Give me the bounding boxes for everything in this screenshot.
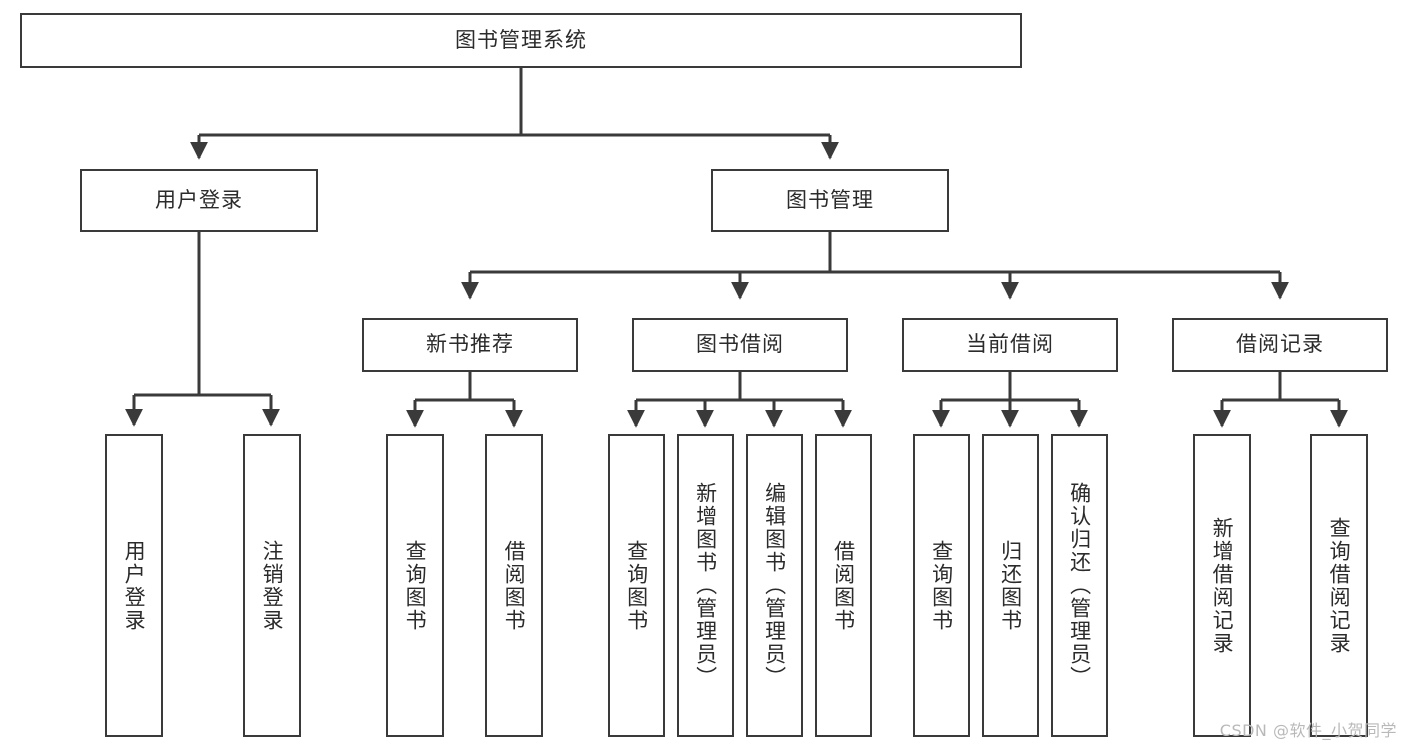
leaf-current-confirm-return-admin[interactable]: 确认归还（管理员） bbox=[1051, 434, 1108, 737]
node-label: 借阅图书 bbox=[502, 539, 527, 632]
node-borrow-record[interactable]: 借阅记录 bbox=[1172, 318, 1388, 372]
leaf-borrow-edit-book-admin[interactable]: 编辑图书（管理员） bbox=[746, 434, 803, 737]
node-label: 查询图书 bbox=[403, 539, 428, 632]
leaf-new-book-borrow[interactable]: 借阅图书 bbox=[485, 434, 543, 737]
node-current-borrow[interactable]: 当前借阅 bbox=[902, 318, 1118, 372]
node-label: 新增图书（管理员） bbox=[693, 482, 718, 689]
node-label: 用户登录 bbox=[155, 187, 243, 212]
node-book-borrow[interactable]: 图书借阅 bbox=[632, 318, 848, 372]
node-label: 注销登录 bbox=[260, 539, 285, 632]
leaf-borrow-add-book-admin[interactable]: 新增图书（管理员） bbox=[677, 434, 734, 737]
leaf-borrow-borrow-book[interactable]: 借阅图书 bbox=[815, 434, 872, 737]
node-user-login[interactable]: 用户登录 bbox=[80, 169, 318, 232]
node-label: 查询图书 bbox=[929, 539, 954, 632]
node-label: 图书管理系统 bbox=[455, 27, 587, 52]
leaf-borrow-query-book[interactable]: 查询图书 bbox=[608, 434, 665, 737]
leaf-record-add[interactable]: 新增借阅记录 bbox=[1193, 434, 1251, 737]
node-label: 图书管理 bbox=[786, 187, 874, 212]
leaf-record-query[interactable]: 查询借阅记录 bbox=[1310, 434, 1368, 737]
node-label: 归还图书 bbox=[998, 539, 1023, 632]
node-label: 查询图书 bbox=[624, 539, 649, 632]
leaf-user-login-signin[interactable]: 用户登录 bbox=[105, 434, 163, 737]
node-label: 编辑图书（管理员） bbox=[762, 482, 787, 689]
leaf-current-return-book[interactable]: 归还图书 bbox=[982, 434, 1039, 737]
node-new-book-recommend[interactable]: 新书推荐 bbox=[362, 318, 578, 372]
node-label: 新书推荐 bbox=[426, 332, 514, 357]
leaf-current-query-book[interactable]: 查询图书 bbox=[913, 434, 970, 737]
node-book-management[interactable]: 图书管理 bbox=[711, 169, 949, 232]
node-label: 当前借阅 bbox=[966, 332, 1054, 357]
node-label: 新增借阅记录 bbox=[1210, 516, 1235, 655]
leaf-user-login-signout[interactable]: 注销登录 bbox=[243, 434, 301, 737]
watermark-text: CSDN @软件_小贺同学 bbox=[1219, 721, 1397, 740]
node-label: 用户登录 bbox=[122, 539, 147, 632]
node-label: 查询借阅记录 bbox=[1327, 516, 1352, 655]
node-label: 借阅图书 bbox=[831, 539, 856, 632]
node-label: 图书借阅 bbox=[696, 332, 784, 357]
leaf-new-book-query[interactable]: 查询图书 bbox=[386, 434, 444, 737]
node-root-library-system[interactable]: 图书管理系统 bbox=[20, 13, 1022, 68]
node-label: 确认归还（管理员） bbox=[1067, 482, 1092, 689]
node-label: 借阅记录 bbox=[1236, 332, 1324, 357]
